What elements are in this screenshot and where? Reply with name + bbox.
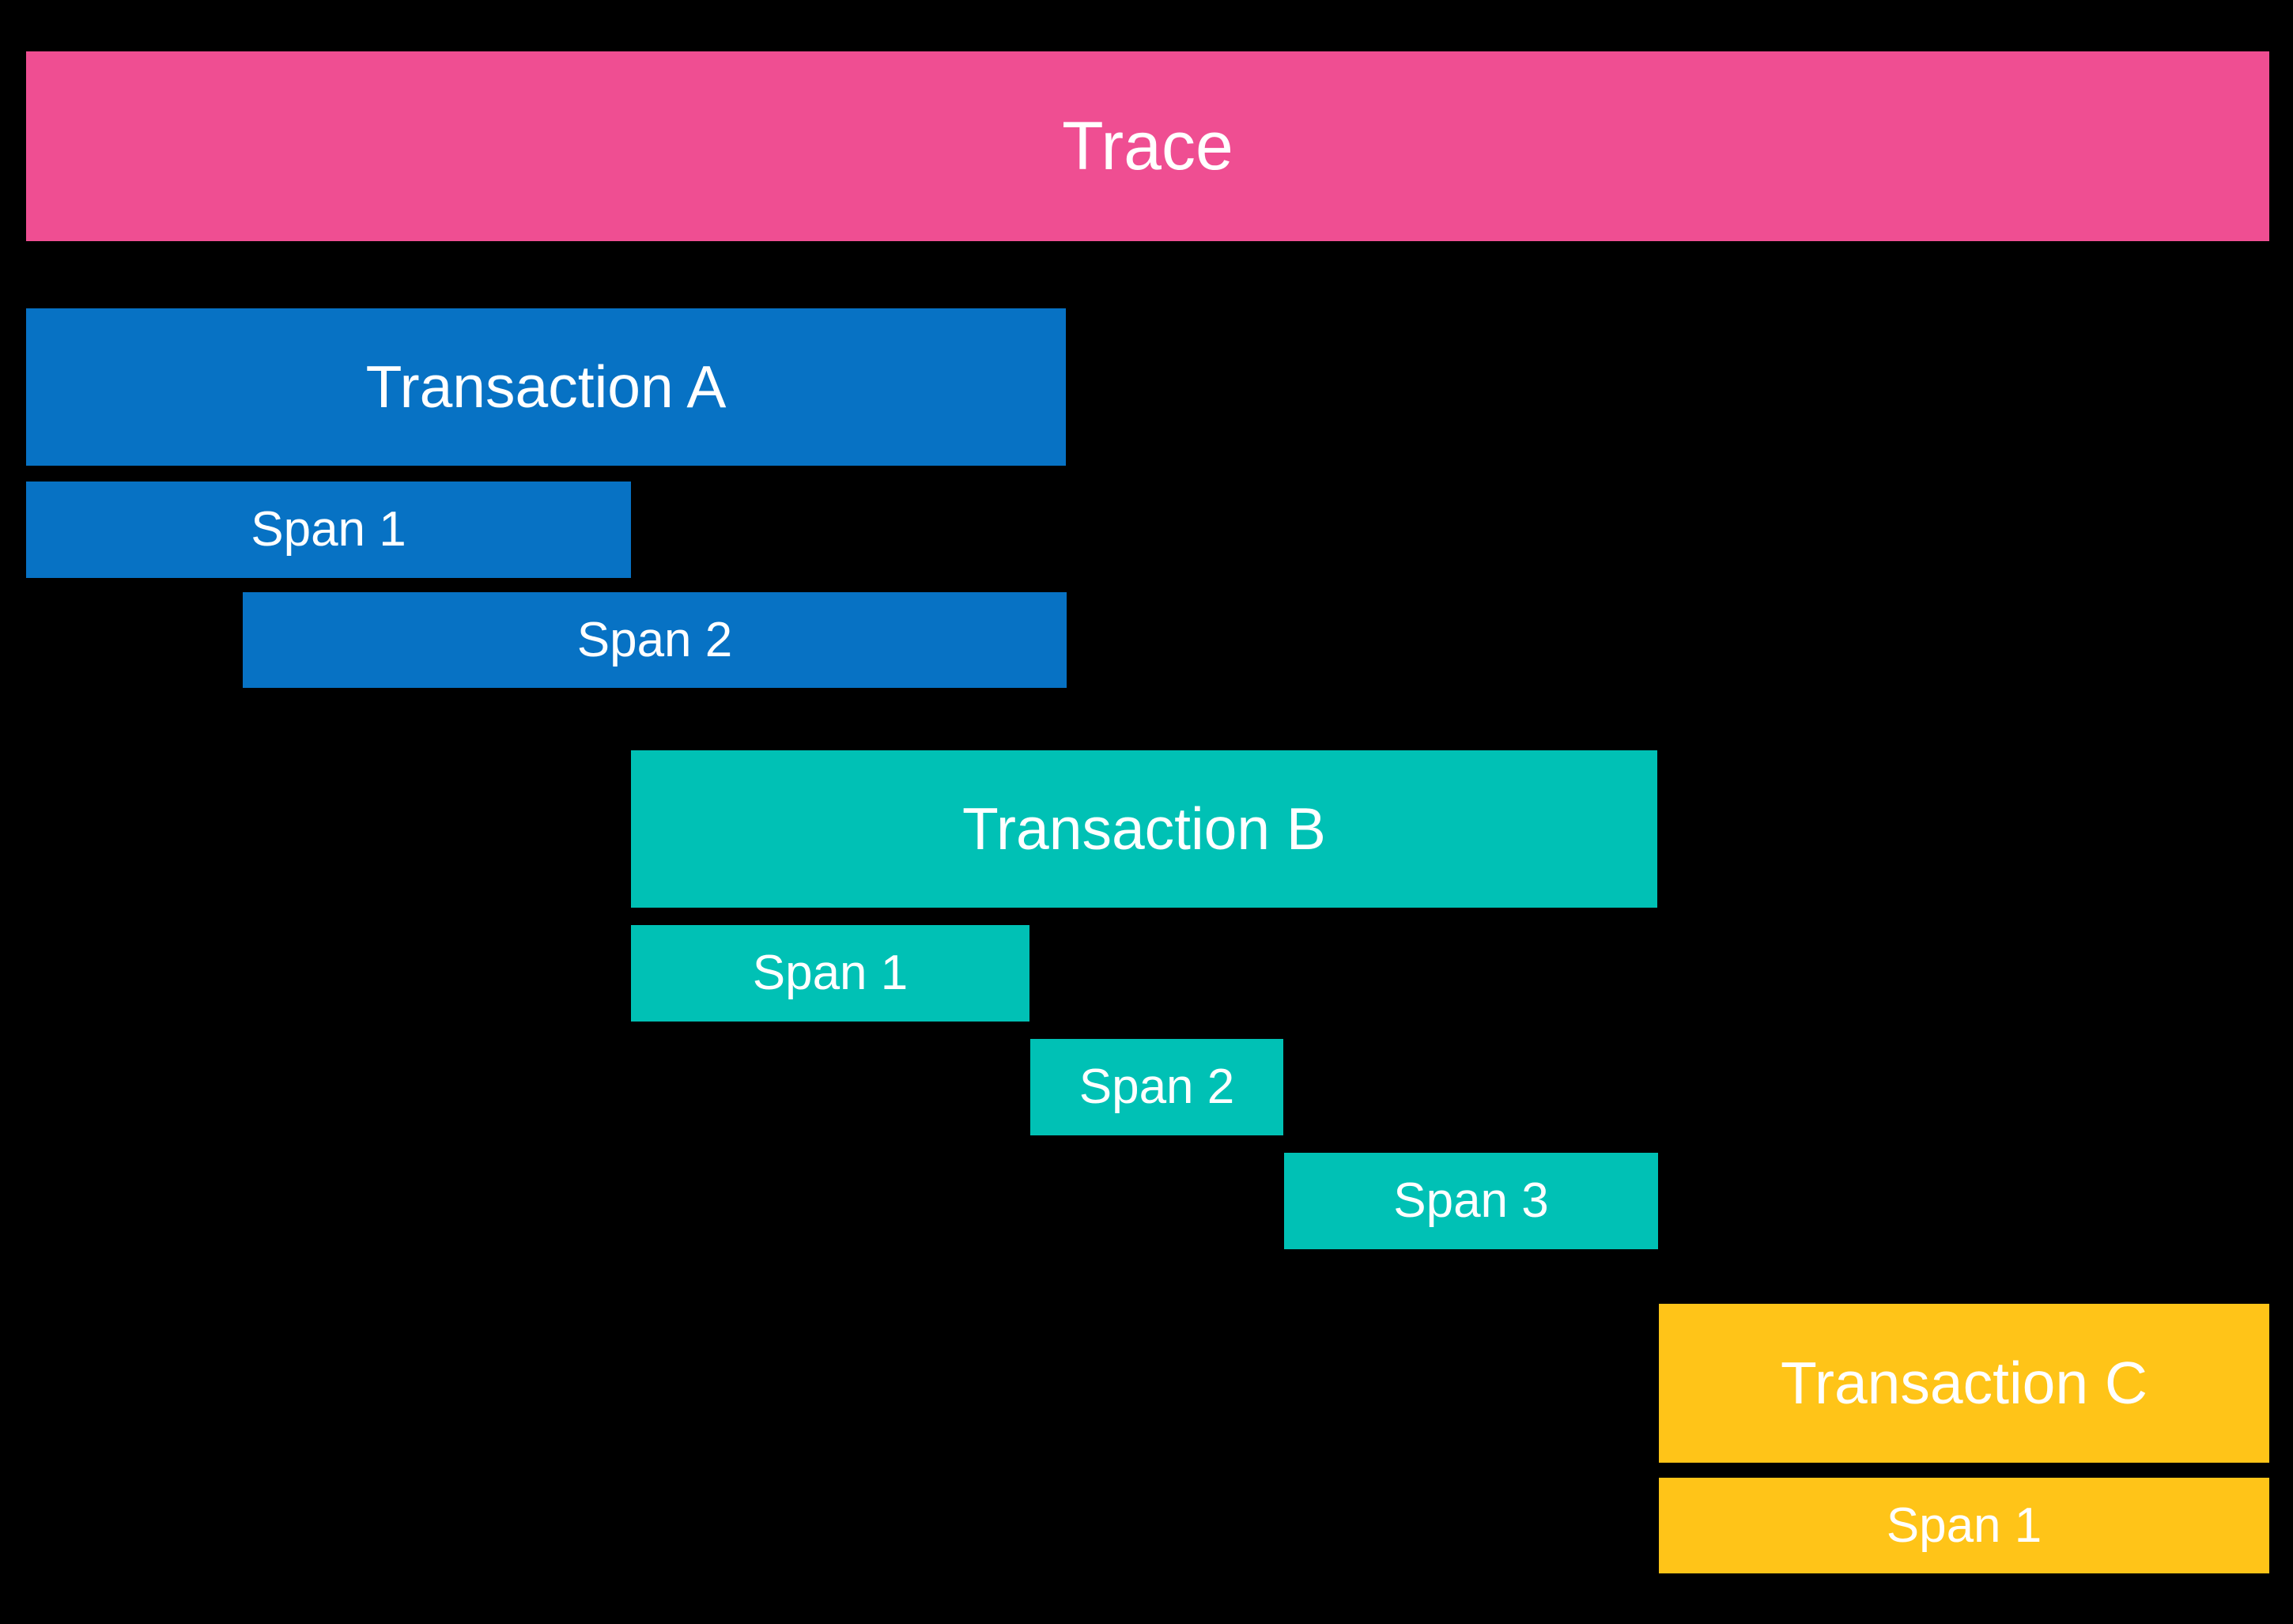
transaction-b-span-3-label: Span 3 (1393, 1173, 1549, 1228)
transaction-b-bar[interactable]: Transaction B (631, 750, 1657, 908)
transaction-a-span-2-label: Span 2 (576, 612, 733, 667)
trace-bar-label: Trace (1062, 108, 1233, 184)
transaction-a-span-1-bar[interactable]: Span 1 (26, 482, 631, 578)
transaction-a-bar-label: Transaction A (365, 353, 727, 420)
transaction-a-span-1-label: Span 1 (251, 502, 406, 557)
trace-bar[interactable]: Trace (26, 51, 2269, 241)
transaction-b-span-3-bar[interactable]: Span 3 (1284, 1153, 1658, 1249)
transaction-c-bar-label: Transaction C (1780, 1350, 2148, 1416)
transaction-c-span-1-bar[interactable]: Span 1 (1659, 1478, 2269, 1573)
transaction-a-span-2-bar[interactable]: Span 2 (243, 592, 1067, 688)
transaction-c-span-1-label: Span 1 (1886, 1497, 2042, 1553)
transaction-b-bar-label: Transaction B (962, 795, 1326, 862)
transaction-a-bar[interactable]: Transaction A (26, 308, 1066, 466)
transaction-c-bar[interactable]: Transaction C (1659, 1304, 2269, 1463)
transaction-b-span-2-label: Span 2 (1079, 1059, 1235, 1114)
transaction-b-span-2-bar[interactable]: Span 2 (1030, 1039, 1283, 1135)
transaction-b-span-1-label: Span 1 (752, 946, 909, 1000)
transaction-b-span-1-bar[interactable]: Span 1 (631, 925, 1029, 1022)
